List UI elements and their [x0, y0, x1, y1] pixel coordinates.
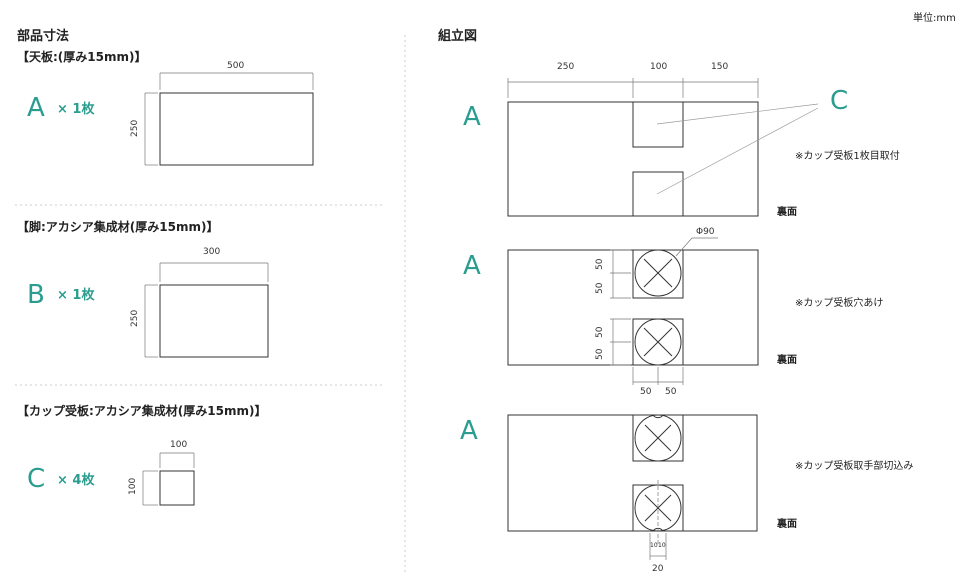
hole-leader: [675, 237, 718, 257]
part-c-height-dim: [142, 470, 158, 506]
bottom-dim-1: 50: [640, 387, 652, 397]
view3-hole-top: [634, 414, 682, 462]
view2-hole-top: [634, 249, 682, 297]
view1-cup-plate-top: [632, 101, 684, 148]
part-b-title: 【脚:アカシア集成材(厚み15mm)】: [17, 220, 219, 234]
assembly-dim-150: 150: [711, 62, 729, 72]
part-a-width-label: 500: [227, 61, 245, 71]
part-b-height-dim: [144, 284, 158, 358]
view3-board: [507, 414, 758, 532]
callout-lines: [656, 103, 819, 195]
view3-side: 裏面: [777, 519, 797, 530]
part-a-width-dim: [159, 72, 314, 90]
part-c-title: 【カップ受板:アカシア集成材(厚み15mm)】: [17, 404, 267, 418]
hole-dim-2: 50: [595, 282, 605, 294]
view3-bottom-dims: [649, 533, 667, 560]
callout-letter: C: [830, 86, 849, 116]
assembly-top-dims: [507, 78, 759, 98]
part-b-qty: × 1枚: [57, 288, 95, 303]
view2-letter: A: [463, 251, 481, 281]
part-c-width-dim: [159, 452, 195, 468]
slot-dim-2: 10: [658, 542, 666, 549]
hole-dim-3: 50: [595, 326, 605, 338]
view3-note: ※カップ受板取手部切込み: [795, 461, 914, 472]
part-c-letter: C: [27, 464, 46, 494]
part-c-rect: [159, 470, 195, 506]
part-b-width-dim: [159, 262, 269, 282]
part-b-width-label: 300: [203, 247, 221, 257]
part-b-rect: [159, 284, 269, 358]
part-a-height-dim: [144, 92, 158, 166]
part-a-title: 【天板:(厚み15mm)】: [17, 50, 147, 64]
view1-note: ※カップ受板1枚目取付: [795, 151, 900, 162]
view2-left-dims: [610, 249, 631, 366]
part-c-qty: × 4枚: [57, 473, 95, 488]
view2-plate-top: [632, 249, 684, 299]
view2-side: 裏面: [777, 355, 797, 366]
view2-hole-bottom: [634, 318, 682, 366]
part-a-height-label: 250: [130, 119, 140, 137]
unit-label: 単位:mm: [913, 13, 956, 24]
hole-dim-1: 50: [595, 258, 605, 270]
slot-total-dim: 20: [652, 564, 664, 574]
part-a-rect: [159, 92, 314, 166]
slot-dim-1: 10: [650, 542, 658, 549]
assembly-dim-100: 100: [650, 62, 668, 72]
assembly-heading: 組立図: [438, 29, 478, 44]
bottom-dim-2: 50: [665, 387, 677, 397]
part-a-qty: × 1枚: [57, 102, 95, 117]
part-b-letter: B: [27, 280, 45, 310]
assembly-dim-250: 250: [557, 62, 575, 72]
part-b-height-label: 250: [130, 309, 140, 327]
part-a-letter: A: [27, 93, 45, 123]
hole-diameter-label: Φ90: [696, 227, 715, 237]
view3-letter: A: [460, 416, 478, 446]
parts-heading: 部品寸法: [17, 29, 70, 44]
view1-side: 裏面: [777, 207, 797, 218]
view1-cup-plate-bottom: [632, 171, 684, 217]
hole-dim-4: 50: [595, 348, 605, 360]
view1-letter: A: [463, 102, 481, 132]
part-c-width-label: 100: [170, 440, 188, 450]
part-c-height-label: 100: [128, 477, 138, 495]
view2-bottom-dims: [632, 367, 684, 385]
view2-note: ※カップ受板穴あけ: [795, 298, 884, 309]
